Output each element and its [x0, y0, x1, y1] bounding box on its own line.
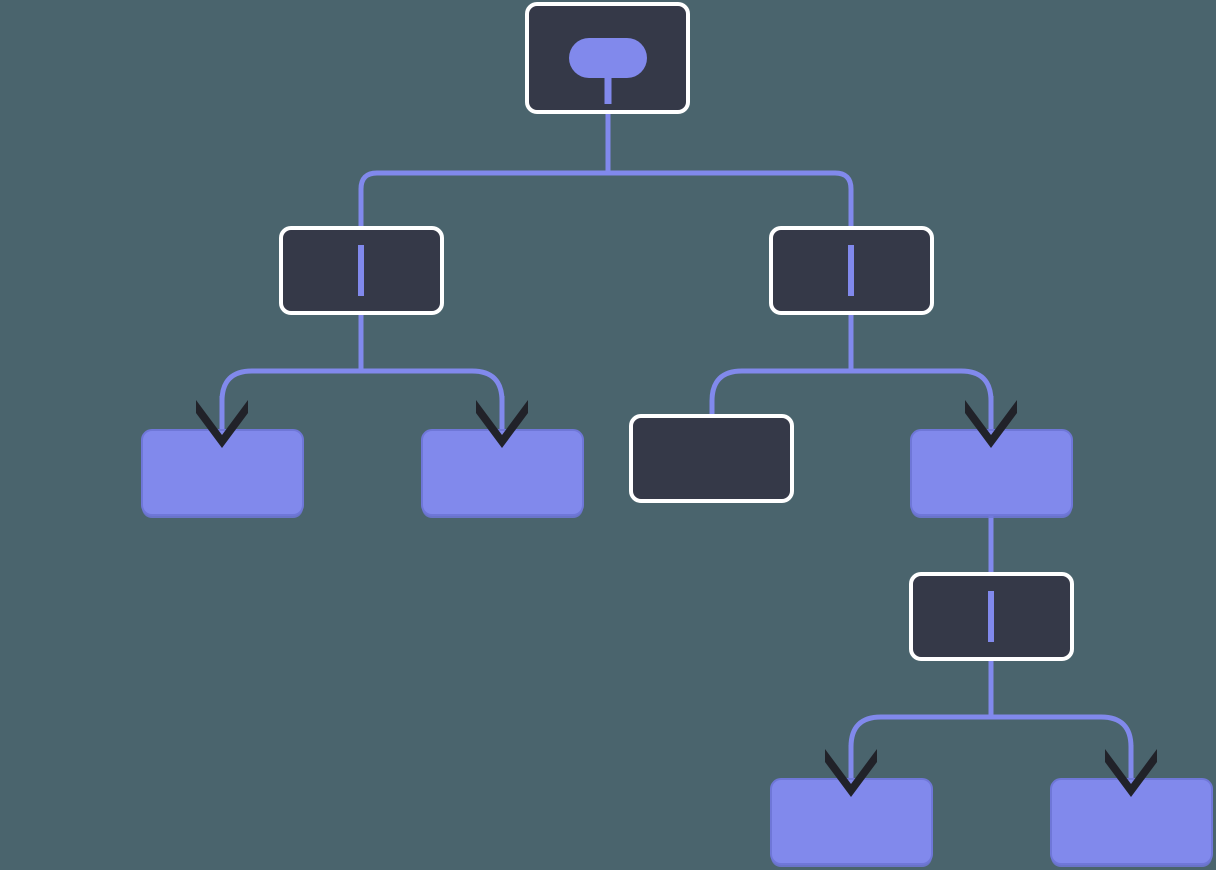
- vertical-bar-icon: [848, 245, 854, 296]
- dark-node-body: [629, 414, 794, 503]
- edge-root-to-level2-left: [358, 108, 611, 232]
- leaf-node-3[interactable]: [770, 778, 933, 867]
- level2-left-node[interactable]: [279, 226, 444, 315]
- connector-stub: [219, 396, 225, 424]
- vertical-bar-icon: [358, 245, 364, 296]
- level2-right-node[interactable]: [769, 226, 934, 315]
- purple-node-body: [421, 429, 584, 516]
- purple-node-body: [141, 429, 304, 516]
- connector-stub: [848, 745, 854, 773]
- connector-stub: [499, 396, 505, 424]
- connector-stub: [1128, 745, 1134, 773]
- leaf-node-2[interactable]: [421, 429, 584, 518]
- arrowhead-down-icon: [825, 749, 877, 797]
- edge-root-to-level2-right: [605, 108, 854, 232]
- connector-stub: [988, 396, 994, 424]
- arrowhead-down-icon: [196, 400, 248, 448]
- purple-node-body: [910, 429, 1073, 516]
- vertical-bar-icon: [988, 591, 994, 642]
- leaf-node-1[interactable]: [141, 429, 304, 518]
- edge-level2-right-to-empty-dark: [709, 310, 854, 420]
- root-node[interactable]: [525, 2, 690, 114]
- branch-purple-node[interactable]: [910, 429, 1073, 518]
- arrowhead-down-icon: [476, 400, 528, 448]
- leaf-node-4[interactable]: [1050, 778, 1213, 867]
- node-layer: [141, 2, 1213, 867]
- level4-dark-node[interactable]: [909, 572, 1074, 661]
- arrowhead-down-icon: [965, 400, 1017, 448]
- pill-stem-icon: [604, 58, 612, 104]
- arrowhead-down-icon: [1105, 749, 1157, 797]
- purple-node-body: [1050, 778, 1213, 865]
- empty-dark-node[interactable]: [629, 414, 794, 503]
- arrowhead-layer: [196, 396, 1157, 797]
- purple-node-body: [770, 778, 933, 865]
- pill-icon: [569, 38, 647, 78]
